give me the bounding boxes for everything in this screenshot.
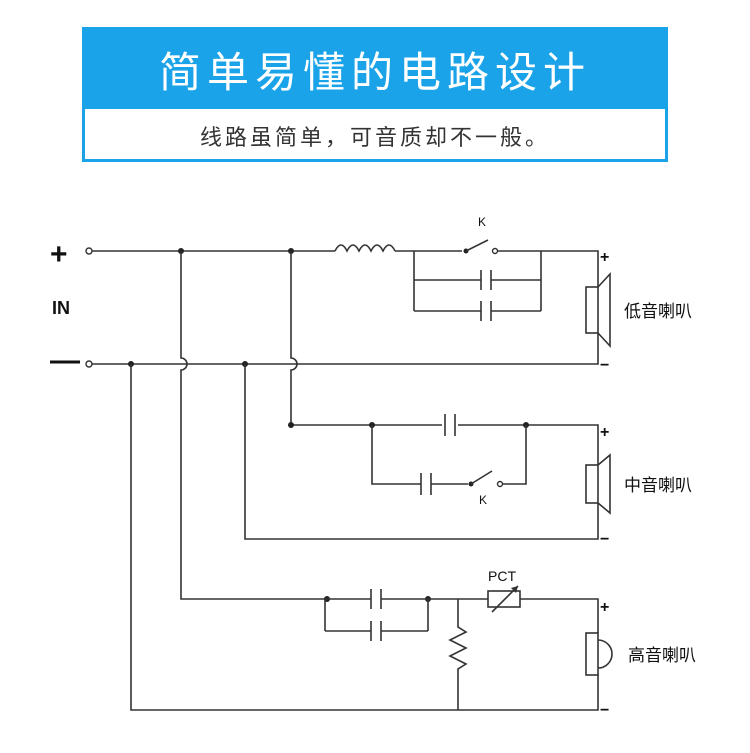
tweeter-capacitor-2 xyxy=(370,621,382,641)
pct-label: PCT xyxy=(488,568,516,584)
bass-capacitor-1 xyxy=(480,270,492,290)
bass-speaker-icon xyxy=(585,286,599,334)
mid-plus: + xyxy=(600,424,609,441)
input-minus-sign: — xyxy=(50,344,80,377)
banner-title: 简单易懂的电路设计 xyxy=(85,30,665,109)
tweeter-minus: − xyxy=(600,702,609,719)
input-plus-terminal xyxy=(85,247,93,255)
tweeter-capacitor-1 xyxy=(370,589,382,609)
mid-capacitor-2 xyxy=(420,473,432,495)
bass-minus: − xyxy=(600,357,609,374)
mid-speaker-icon xyxy=(585,464,599,504)
tweeter-speaker-label: 高音喇叭 xyxy=(628,646,696,665)
banner-subtitle: 线路虽简单，可音质却不一般。 xyxy=(199,125,550,151)
mid-switch-label: K xyxy=(479,493,487,507)
title-banner: 简单易懂的电路设计 线路虽简单，可音质却不一般。 xyxy=(82,27,668,162)
bass-plus: + xyxy=(600,249,609,266)
tweeter-plus: + xyxy=(600,599,609,616)
mid-capacitor-1 xyxy=(444,414,456,436)
bass-capacitor-2 xyxy=(480,301,492,321)
mid-speaker-label: 中音喇叭 xyxy=(624,476,692,495)
input-plus-sign: + xyxy=(50,238,68,271)
bass-switch-label: K xyxy=(478,215,486,229)
bass-section: K + − 低音喇叭 xyxy=(92,215,692,374)
mid-minus: − xyxy=(600,531,609,548)
input-minus-terminal xyxy=(85,360,93,368)
input-label: IN xyxy=(52,298,70,318)
tweeter-speaker-icon xyxy=(585,632,599,676)
tweeter-section: PCT + − 高音喇叭 xyxy=(324,568,696,719)
inductor xyxy=(334,244,396,253)
tweeter-resistor xyxy=(448,599,468,710)
mid-section: K + − 中音喇叭 xyxy=(288,412,692,548)
bass-speaker-label: 低音喇叭 xyxy=(624,302,692,321)
